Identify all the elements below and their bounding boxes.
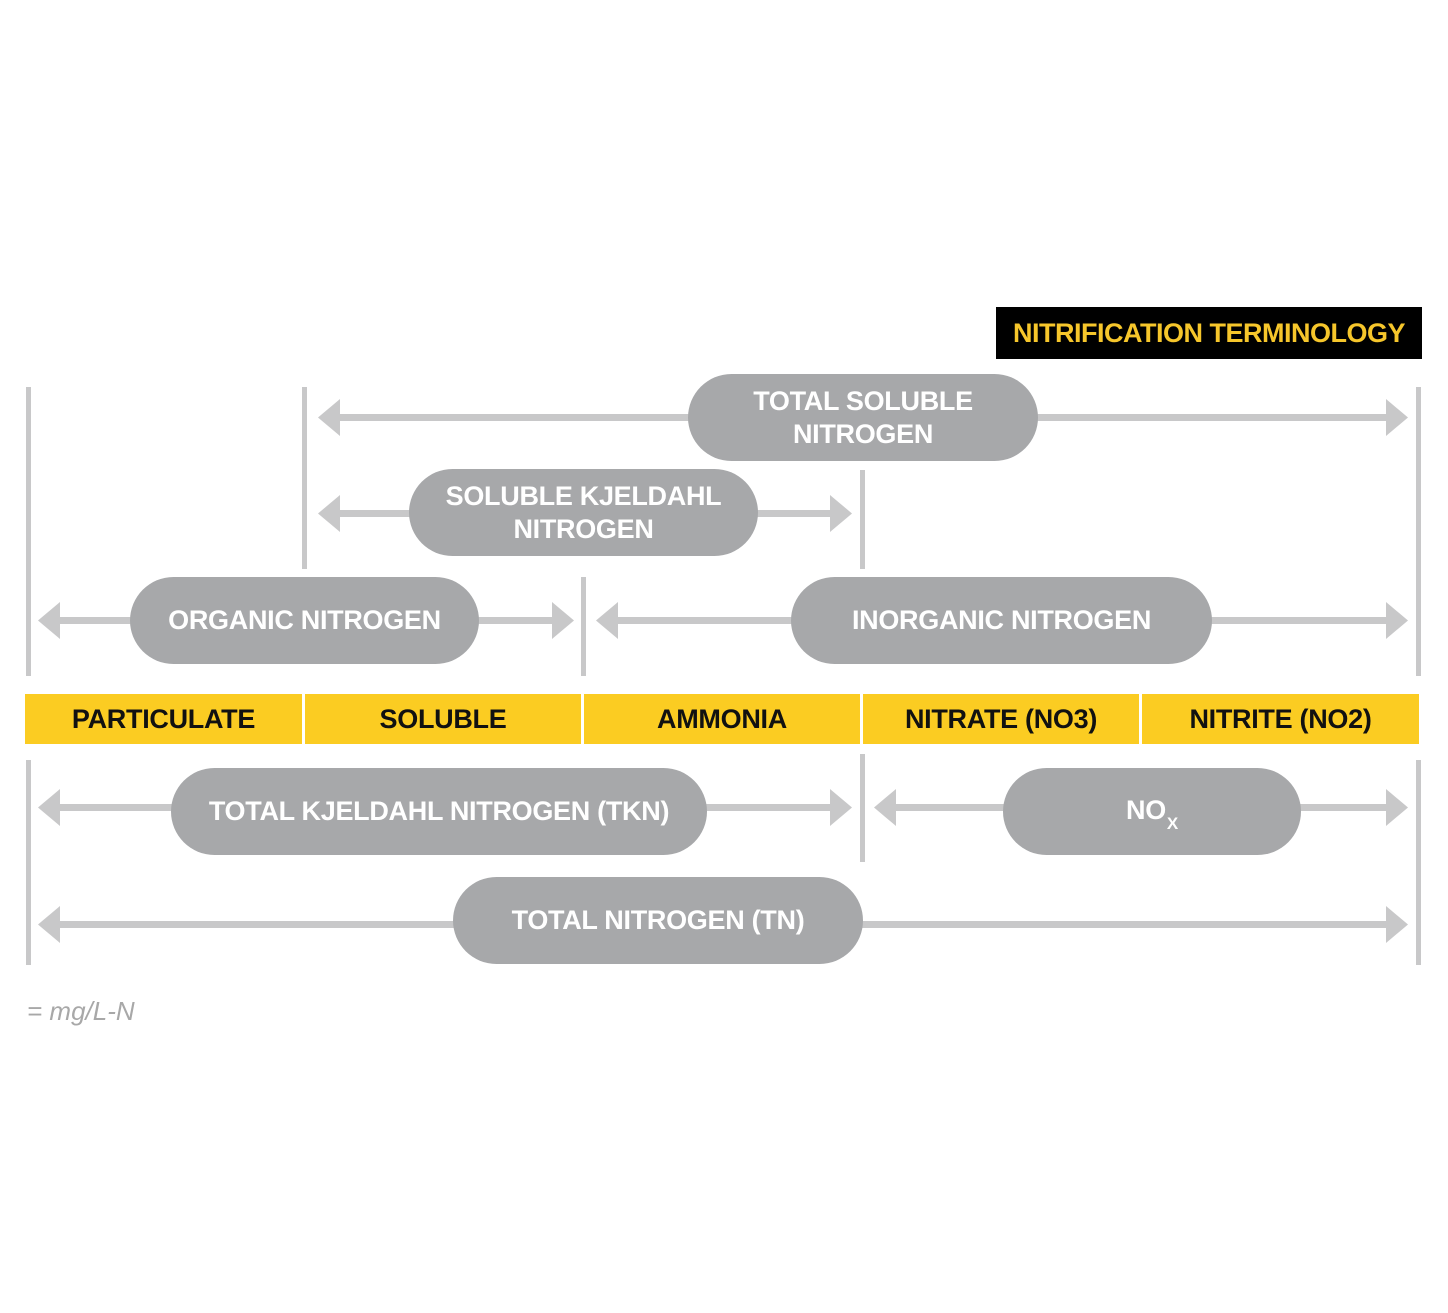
arrowhead-left bbox=[874, 789, 896, 826]
boundary-line bbox=[26, 760, 31, 965]
pill-label: TOTAL NITROGEN (TN) bbox=[511, 905, 805, 935]
nox-subscript: X bbox=[1166, 813, 1178, 833]
category-soluble: SOLUBLE bbox=[305, 694, 581, 744]
arrowhead-right bbox=[830, 789, 852, 826]
pill-soluble-kjeldahl-nitrogen: SOLUBLE KJELDAHL NITROGEN bbox=[409, 469, 758, 556]
category-particulate: PARTICULATE bbox=[25, 694, 302, 744]
arrowhead-right bbox=[830, 495, 852, 532]
pill-label-line: TOTAL SOLUBLE bbox=[753, 385, 973, 416]
pill-label: INORGANIC NITROGEN bbox=[851, 605, 1152, 635]
arrowhead-left bbox=[38, 906, 60, 943]
diagram-title: NITRIFICATION TERMINOLOGY bbox=[1013, 317, 1405, 348]
pill-label: ORGANIC NITROGEN bbox=[168, 605, 441, 635]
arrowhead-right bbox=[1386, 906, 1408, 943]
pill-label-line: NITROGEN bbox=[513, 513, 654, 544]
arrowhead-right bbox=[1386, 789, 1408, 826]
boundary-line bbox=[581, 577, 586, 676]
boundary-line bbox=[26, 387, 31, 676]
arrowhead-right bbox=[552, 602, 574, 639]
nox-base: NO bbox=[1126, 794, 1166, 825]
boundary-line bbox=[302, 387, 307, 569]
title-banner: NITRIFICATION TERMINOLOGY bbox=[996, 307, 1422, 359]
pill-label-line: NITROGEN bbox=[792, 418, 934, 449]
boundary-line bbox=[1416, 760, 1421, 965]
unit-note: = mg/L-N bbox=[27, 996, 135, 1026]
arrowhead-left bbox=[318, 495, 340, 532]
pill-label: NOX bbox=[1126, 794, 1178, 833]
boundary-line bbox=[860, 754, 865, 862]
pill-nox: NOX bbox=[1003, 768, 1301, 855]
pill-total-kjeldahl-nitrogen: TOTAL KJELDAHL NITROGEN (TKN) bbox=[171, 768, 707, 855]
category-nitrate: NITRATE (NO3) bbox=[863, 694, 1139, 744]
pill-total-soluble-nitrogen: TOTAL SOLUBLE NITROGEN bbox=[688, 374, 1038, 461]
category-label: NITRATE (NO3) bbox=[904, 703, 1098, 734]
pill-label: TOTAL KJELDAHL NITROGEN (TKN) bbox=[208, 796, 670, 826]
arrowhead-left bbox=[596, 602, 618, 639]
pill-total-nitrogen: TOTAL NITROGEN (TN) bbox=[453, 877, 863, 964]
arrowhead-left bbox=[38, 602, 60, 639]
pill-organic-nitrogen: ORGANIC NITROGEN bbox=[130, 577, 479, 664]
arrowhead-right bbox=[1386, 399, 1408, 436]
arrowhead-right bbox=[1386, 602, 1408, 639]
category-nitrite: NITRITE (NO2) bbox=[1142, 694, 1419, 744]
arrowhead-left bbox=[38, 789, 60, 826]
pill-inorganic-nitrogen: INORGANIC NITROGEN bbox=[791, 577, 1212, 664]
boundary-line bbox=[1416, 387, 1421, 676]
category-ammonia: AMMONIA bbox=[584, 694, 860, 744]
category-label: AMMONIA bbox=[657, 703, 787, 734]
boundary-line bbox=[860, 470, 865, 569]
category-label: NITRITE (NO2) bbox=[1189, 703, 1372, 734]
pill-label-line: SOLUBLE KJELDAHL bbox=[445, 480, 722, 511]
category-label: SOLUBLE bbox=[379, 703, 507, 734]
arrowhead-left bbox=[318, 399, 340, 436]
category-label: PARTICULATE bbox=[71, 703, 256, 734]
